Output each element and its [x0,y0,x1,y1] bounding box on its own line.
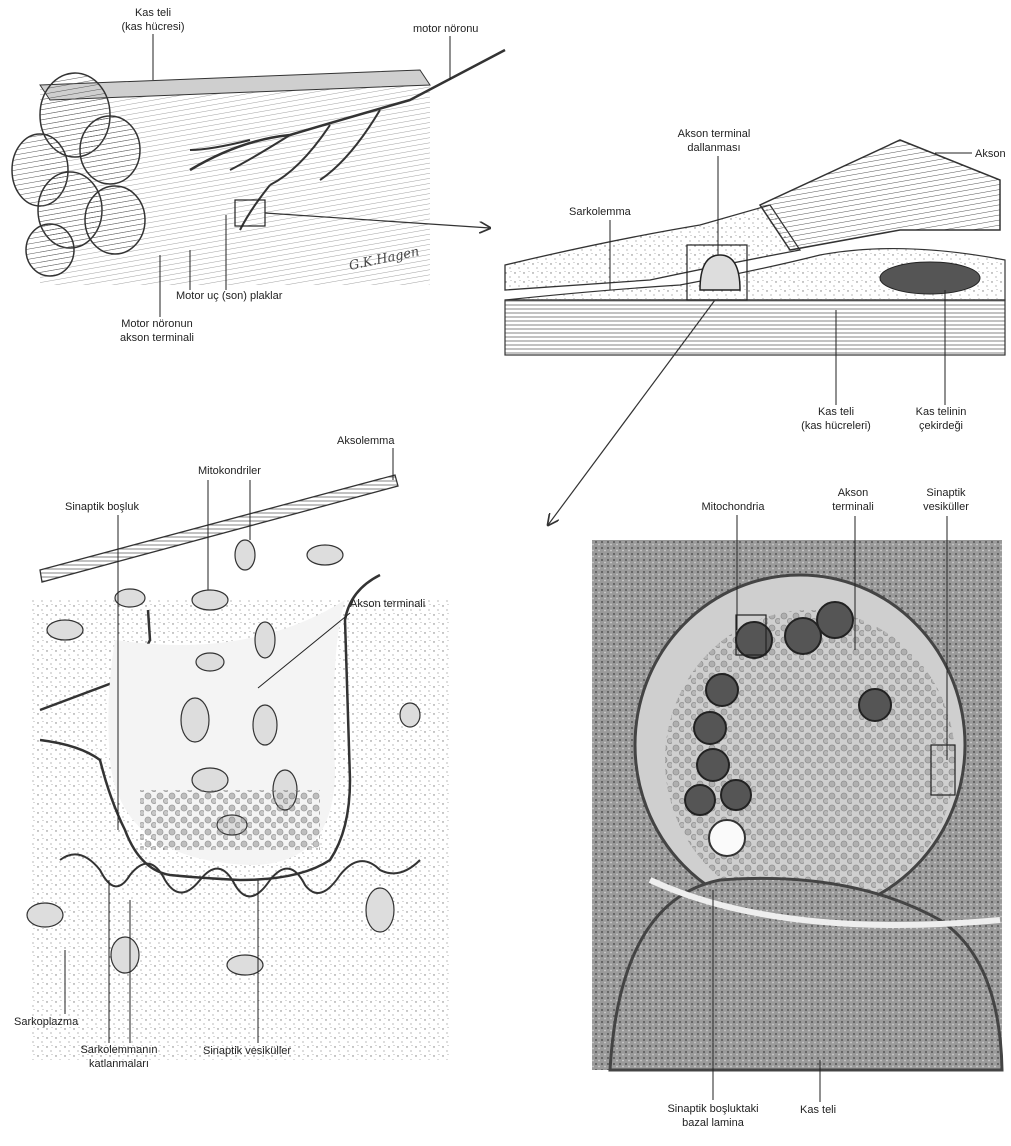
axon-label: Akson [975,148,1006,160]
junction-fiber-label-line1: Kas teli [818,406,854,418]
micrograph-fiber-label: Kas teli [800,1104,836,1116]
branch-label-line2: dallanması [687,142,740,154]
motor-neuron-label: motor nöronu [413,23,478,35]
axolemma-band [40,475,398,582]
junction-illustration [505,140,1005,525]
folds-label-line2: katlanmaları [89,1058,149,1070]
basal-lamina-label-line1: Sinaptik boşluktaki [667,1103,758,1115]
synapse-illustration [27,475,450,1060]
fiber-label-line1: Kas teli [135,7,171,19]
junction-fiber-label-line2: (kas hücreleri) [801,420,871,432]
nucleus-label-line1: Kas telinin [916,406,967,418]
cleft-label: Sinaptik boşluk [65,501,139,513]
nucleus-label-line2: çekirdeği [919,420,963,432]
micrograph-vesicles-label-line2: vesiküller [923,501,969,513]
micrograph-terminal-label-line1: Akson [838,487,869,499]
muscle-fiber-bands [505,300,1005,355]
synapse-vesicles-label: Sinaptik vesiküller [203,1045,291,1057]
electron-micrograph [592,540,1002,1070]
micrograph-mitochondria-label: Mitochondria [702,501,766,513]
branch-label-line1: Akson terminal [678,128,751,140]
muscle-fascicle-illustration [12,50,505,285]
basal-lamina-label-line2: bazal lamina [682,1117,745,1129]
micrograph-terminal-label-line2: terminali [832,501,874,513]
fiber-label-line2: (kas hücresi) [122,21,185,33]
sarcolemma-label: Sarkolemma [569,206,632,218]
terminal-label-line1: Motor nöronun [121,318,193,330]
clear-vacuole [709,820,745,856]
terminal-label-line2: akson terminali [120,332,194,344]
sarcoplasm-label: Sarkoplazma [14,1016,79,1028]
axolemma-label: Aksolemma [337,435,395,447]
mitochondria-label: Mitokondriler [198,465,261,477]
fiber-nucleus [880,262,980,294]
folds-label-line1: Sarkolemmanın [80,1044,157,1056]
synapse-terminal-label: Akson terminali [350,598,425,610]
axon-sheath [760,140,1000,250]
vesicle-cluster [140,790,320,850]
micrograph-vesicles-label-line1: Sinaptik [926,487,966,499]
endplates-label: Motor uç (son) plaklar [176,290,283,302]
